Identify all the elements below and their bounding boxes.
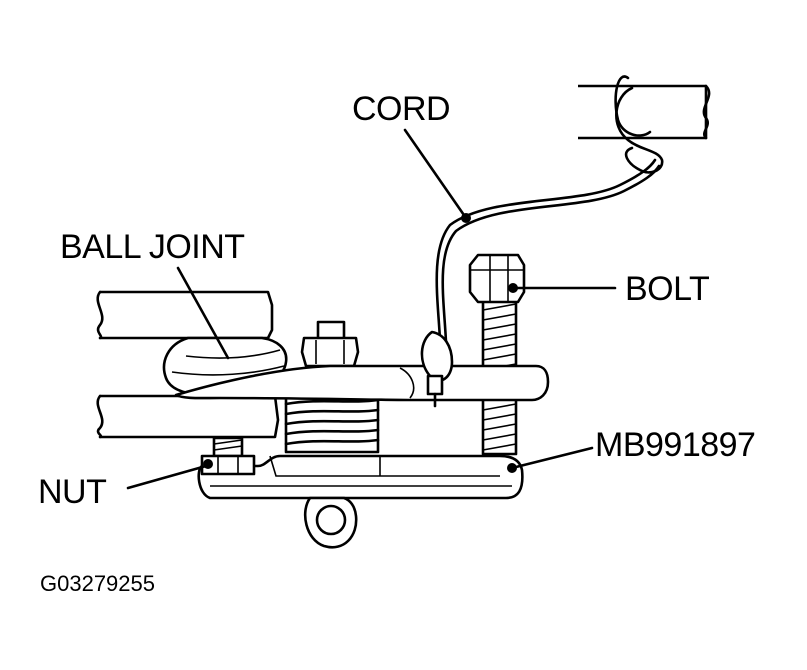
leader-mb991897 <box>510 446 594 470</box>
nut-label: NUT <box>38 473 107 511</box>
cord <box>420 158 661 408</box>
upper-arm <box>96 290 274 340</box>
leader-lines <box>126 128 617 490</box>
frame-tube <box>578 75 711 174</box>
leader-ball-joint <box>176 266 230 360</box>
bolt <box>468 253 526 456</box>
center-stud <box>300 320 360 368</box>
tool-ring <box>303 496 358 549</box>
ball-joint-label: BALL JOINT <box>60 228 245 266</box>
nut <box>200 436 256 476</box>
leader-cord <box>403 128 468 220</box>
spring <box>284 396 380 454</box>
bolt-label: BOLT <box>625 270 710 308</box>
leader-nut <box>126 464 208 490</box>
figure-code: G03279255 <box>40 571 155 596</box>
special-tool-plate <box>197 454 524 500</box>
lower-arm <box>96 394 280 439</box>
cord-label: CORD <box>352 90 451 128</box>
tool-upper-lever <box>174 364 550 402</box>
special-tool-label: MB991897 <box>595 426 756 464</box>
